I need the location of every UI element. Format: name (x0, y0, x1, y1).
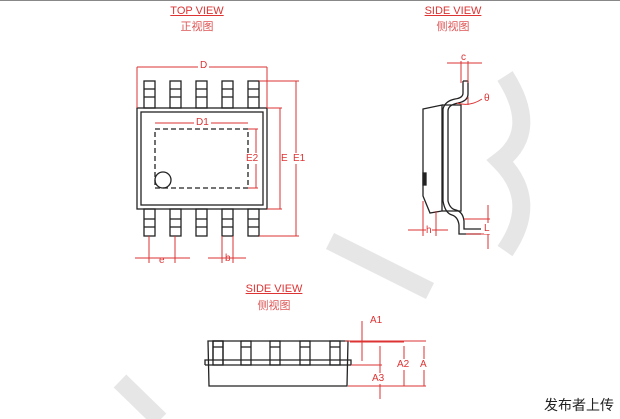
top-view-title: TOP VIEW (170, 5, 224, 17)
dim-label-c: c (461, 52, 466, 63)
bottom-pins (143, 208, 260, 237)
side-view-right-subtitle: 侧视图 (436, 21, 470, 33)
dim-label-a1: A1 (370, 315, 383, 326)
dim-label-theta: θ (484, 93, 490, 104)
dim-label-a: A (420, 359, 427, 370)
dim-label-e2: E2 (246, 153, 259, 164)
dim-label-b: b (225, 253, 231, 264)
side-view-bottom-subtitle: 侧视图 (257, 300, 291, 312)
dim-label-e: E (281, 153, 288, 164)
dim-label-a2: A2 (397, 359, 410, 370)
watermark (113, 71, 531, 419)
pin1-marker (154, 171, 172, 189)
dim-label-e1: E1 (293, 153, 306, 164)
side-view-right-dimensions (408, 61, 490, 249)
dim-label-d: D (198, 60, 210, 71)
top-view-subtitle: 正视图 (180, 21, 214, 33)
dim-label-a3: A3 (372, 373, 385, 384)
uploader-caption: 发布者上传 (544, 397, 614, 413)
top-pins (143, 80, 260, 109)
side-view-bottom-title: SIDE VIEW (245, 283, 303, 295)
dim-label-d1: D1 (194, 117, 211, 128)
dim-label-pitch: e (159, 255, 165, 266)
side-view-right (422, 80, 481, 235)
dim-label-l: L (484, 223, 490, 234)
side-view-bottom-dimensions (345, 321, 426, 399)
side-view-bottom (204, 340, 352, 387)
side-view-right-title: SIDE VIEW (424, 5, 482, 17)
dim-label-h: h (426, 225, 432, 236)
